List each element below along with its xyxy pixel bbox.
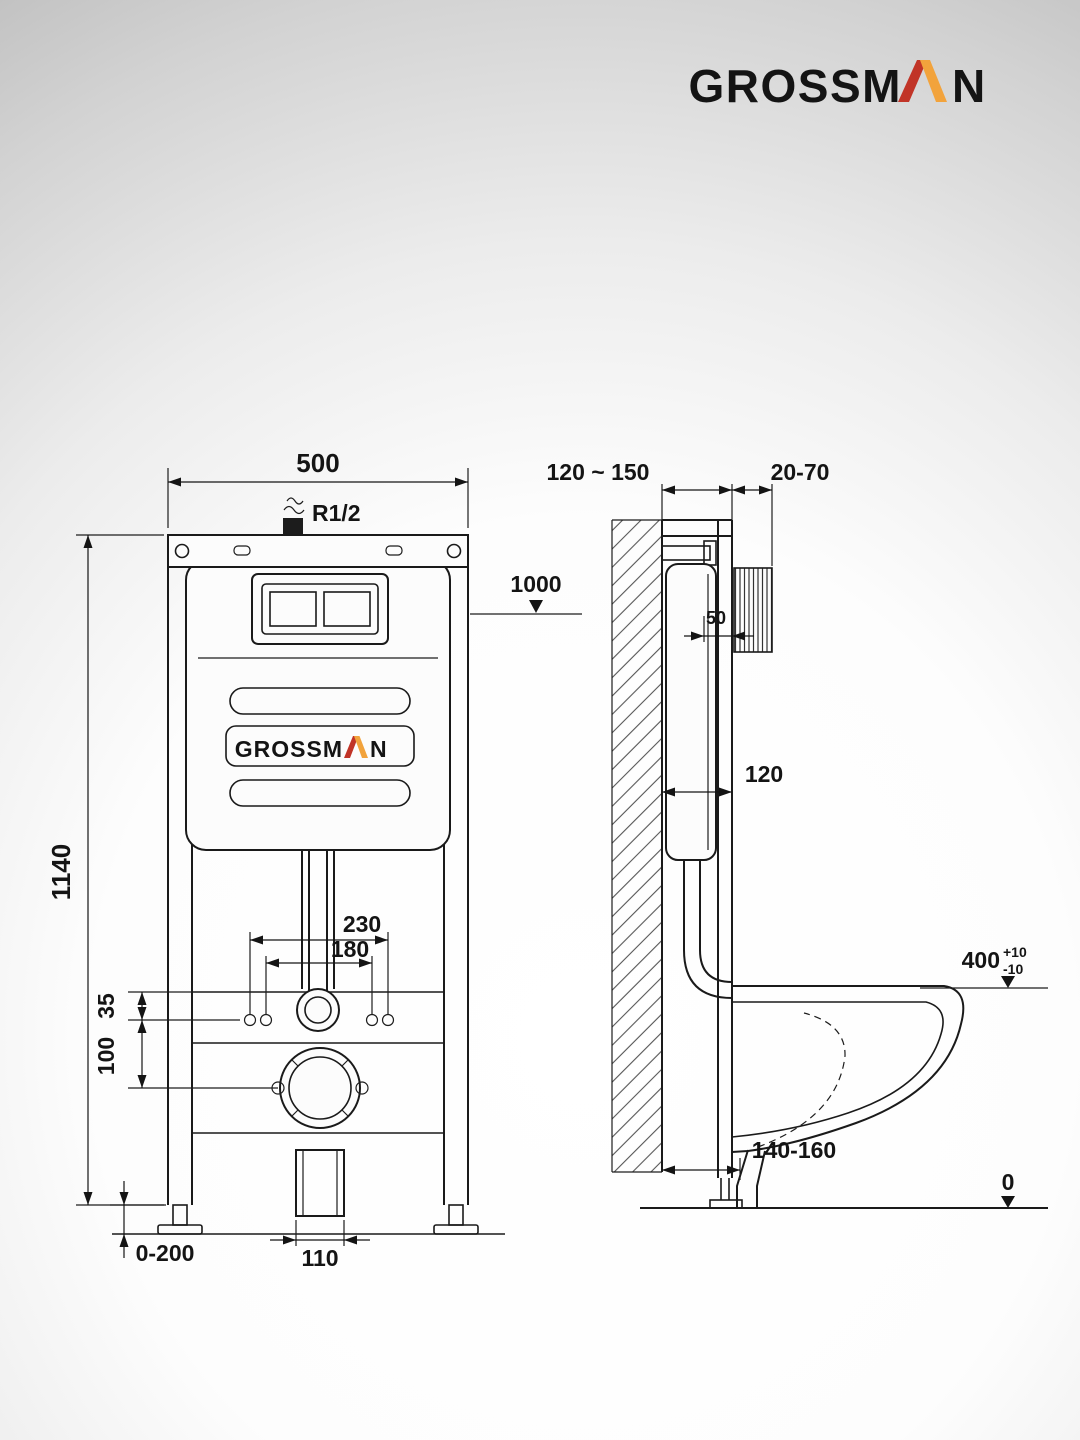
water-inlet-symbol (283, 518, 303, 534)
dim-drain-offset: 140-160 (662, 1137, 836, 1180)
extension-lines (249, 932, 389, 1014)
frame-outer-rails (167, 535, 469, 1205)
drain-socket-inner (288, 1056, 352, 1120)
toilet-bowl (731, 985, 965, 1153)
top-bar-slot-left (233, 545, 251, 556)
flush-pipe (301, 850, 335, 991)
dim-frame-depth-range: 120 ~ 150 (547, 459, 733, 520)
side-rail (662, 519, 733, 1178)
dim-50-label: 50 (706, 608, 726, 628)
bowl-inner-line (731, 1001, 944, 1138)
wall-section (611, 519, 663, 1173)
foot-plate-left (157, 1224, 203, 1235)
dim-20-70-label: 20-70 (771, 459, 830, 485)
logo-text-right: N (952, 60, 987, 112)
dim-35-label: 35 (93, 993, 119, 1019)
dim-1140-label: 1140 (46, 844, 76, 900)
dim-1000-label: 1000 (510, 571, 561, 597)
dim-gap-50: 50 (684, 608, 754, 642)
level-triangle-0 (1001, 1196, 1015, 1208)
frame-feet (112, 1204, 505, 1235)
dim-140-160-label: 140-160 (752, 1137, 836, 1163)
bowl-outline (731, 985, 965, 1153)
water-inlet: R1/2 (283, 497, 361, 534)
dim-drain-stub-width: 110 (270, 1220, 370, 1271)
pipe-elbow-inner (304, 996, 332, 1024)
dim-180-label: 180 (331, 936, 369, 962)
wall-edges (611, 519, 662, 1173)
dim-120-150-label: 120 ~ 150 (547, 459, 650, 485)
cistern-bar-bottom (229, 779, 411, 807)
level-bowl-height: 400 +10 -10 (920, 944, 1048, 989)
dim-flush-height-level: 1000 (470, 571, 582, 615)
top-bar-screw-left (174, 543, 190, 559)
drain-socket-outer (279, 1047, 361, 1129)
foot-tube-left (172, 1204, 188, 1226)
top-bar-screw-right (446, 543, 462, 559)
extension-lines (128, 991, 278, 1089)
dim-400-tol-plus: +10 (1003, 944, 1027, 960)
level-triangle-1000 (529, 600, 543, 613)
flush-button-small (269, 591, 317, 627)
dim-500-label: 500 (296, 448, 339, 478)
dim-offsets-left: 35 100 (93, 991, 278, 1089)
dim-overall-width: 500 (167, 448, 469, 528)
logo-a-right-stroke-icon (920, 60, 947, 102)
foot-tube-right (448, 1204, 464, 1226)
dim-400-label: 400 (962, 947, 1000, 973)
drain-socket-ticks (291, 1059, 349, 1117)
dim-plate-distance: 20-70 (732, 459, 829, 566)
level-floor: 0 (1001, 1169, 1015, 1208)
cistern-brand-a-right-stroke-icon (354, 736, 368, 758)
logo-a-left-stroke-icon (898, 60, 927, 102)
drain-socket (271, 1047, 369, 1129)
dim-frame-depth: 120 (662, 761, 783, 797)
level-triangle-400 (1001, 976, 1015, 988)
fixing-holes (243, 1013, 395, 1027)
drain-lug-right (355, 1081, 369, 1095)
cistern-brand-left: GROSSM (235, 736, 343, 762)
foot-plate-right (433, 1224, 479, 1235)
flush-plate-side-block (733, 567, 773, 653)
side-view: 120 ~ 150 20-70 50 120 400 +10 -10 (547, 459, 1048, 1209)
dim-100-label: 100 (93, 1037, 119, 1075)
cistern-bar-top (229, 687, 411, 715)
dim-foot-adjust: 0-200 (110, 1181, 194, 1266)
front-view: GROSSM N R1/2 (46, 448, 582, 1271)
dim-fixing-outer: 230 (249, 911, 389, 1014)
wall-bracket (661, 545, 711, 561)
frame-top-bar (167, 534, 469, 568)
top-bar-slot-right (385, 545, 403, 556)
wall-hatch (612, 520, 662, 1172)
dim-110-label: 110 (301, 1245, 338, 1271)
cistern-brand: GROSSM N (235, 736, 388, 762)
dim-120-label: 120 (745, 761, 783, 787)
cistern-brand-a-left-stroke-icon (344, 736, 359, 758)
logo-text-left: GROSSM (689, 60, 902, 112)
dim-0-label: 0 (1002, 1169, 1015, 1195)
flush-pipe-side (683, 860, 733, 999)
brand-logo: GROSSM N (689, 60, 987, 112)
dim-230-label: 230 (343, 911, 381, 937)
flush-plate-inner (261, 583, 379, 635)
water-inlet-squiggle-icon (283, 497, 305, 515)
dim-fixing-inner: 180 (265, 936, 373, 1014)
cistern-brand-right: N (370, 736, 388, 762)
cistern-brand-panel (225, 725, 415, 767)
dim-0-200-label: 0-200 (136, 1240, 195, 1266)
extension-lines (295, 1220, 345, 1246)
flush-plate (251, 573, 389, 645)
dim-frame-height: 1140 (46, 534, 164, 1206)
pipe-elbow-outer (296, 988, 340, 1032)
flush-plate-outer (251, 573, 389, 645)
bowl-trapway-dashed (757, 1012, 846, 1148)
extension-lines (76, 534, 164, 1206)
dim-400-tol-minus: -10 (1003, 961, 1023, 977)
drain-stub (295, 1149, 345, 1217)
dim-water-inlet: R1/2 (312, 500, 361, 526)
flush-button-large (323, 591, 371, 627)
side-foot (640, 1178, 1048, 1209)
